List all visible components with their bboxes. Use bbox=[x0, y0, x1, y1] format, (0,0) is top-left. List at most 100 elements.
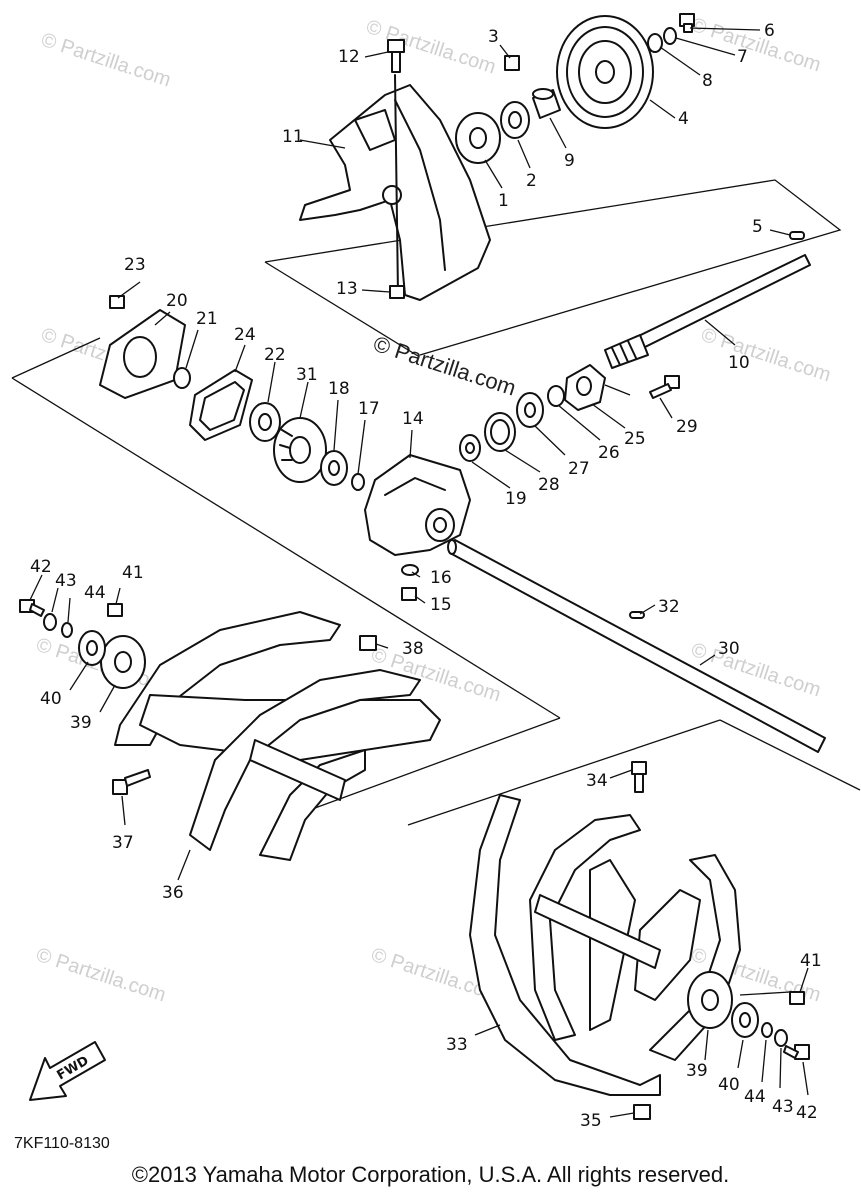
part-label-18: 18 bbox=[328, 379, 350, 399]
worm-shaft-10 bbox=[604, 254, 811, 369]
center-watermark: © Partzilla.com bbox=[370, 331, 519, 401]
part-label-39: 39 bbox=[70, 713, 92, 733]
bearing-2 bbox=[500, 101, 530, 139]
part-label-26: 26 bbox=[598, 443, 620, 463]
right-bolt-41 bbox=[789, 991, 805, 1005]
washers-7-8 bbox=[647, 27, 677, 53]
part-label-30: 30 bbox=[718, 639, 740, 659]
oil-seal-21 bbox=[173, 367, 191, 389]
gasket-28 bbox=[484, 412, 516, 452]
watermark: © Partzilla.com bbox=[698, 324, 833, 387]
oil-seal-26 bbox=[547, 385, 565, 407]
part-label-23: 23 bbox=[124, 255, 146, 275]
part-label-12: 12 bbox=[338, 47, 360, 67]
part-label-43: 43 bbox=[55, 571, 77, 591]
bearing-18 bbox=[320, 450, 348, 486]
part-label-40: 40 bbox=[40, 689, 62, 709]
bolt-13 bbox=[389, 285, 405, 299]
collar-9 bbox=[532, 88, 561, 119]
part-label-32: 32 bbox=[658, 597, 680, 617]
bolt-29 bbox=[649, 375, 680, 399]
part-label-44b: 44 bbox=[744, 1087, 766, 1107]
part-label-17: 17 bbox=[358, 399, 380, 419]
gear-case-14 bbox=[364, 454, 471, 556]
part-label-3: 3 bbox=[488, 27, 499, 47]
part-label-2: 2 bbox=[526, 171, 537, 191]
part-label-25: 25 bbox=[624, 429, 646, 449]
bearing-19 bbox=[459, 434, 481, 462]
copyright-notice: ©2013 Yamaha Motor Corporation, U.S.A. A… bbox=[131, 1162, 730, 1187]
bolt-34 bbox=[631, 761, 647, 793]
watermark: © Partzilla.com bbox=[688, 14, 823, 77]
plug-15 bbox=[401, 587, 417, 601]
left-bolt-41 bbox=[107, 603, 123, 617]
flange-1 bbox=[455, 112, 501, 164]
part-label-16: 16 bbox=[430, 568, 452, 588]
auger-36 bbox=[114, 611, 441, 861]
part-label-39b: 39 bbox=[686, 1061, 708, 1081]
nut-35 bbox=[633, 1104, 651, 1120]
part-label-31: 31 bbox=[296, 365, 318, 385]
part-label-13: 13 bbox=[336, 279, 358, 299]
part-label-4: 4 bbox=[678, 109, 689, 129]
right-bearing-holder-39 bbox=[687, 971, 733, 1029]
oil-seal-17 bbox=[351, 473, 365, 491]
part-label-33: 33 bbox=[446, 1035, 468, 1055]
part-label-37: 37 bbox=[112, 833, 134, 853]
bolt-12 bbox=[387, 39, 405, 73]
right-washer-43 bbox=[774, 1029, 788, 1047]
part-labels: 1 2 3 4 5 6 7 8 9 10 11 12 13 14 15 16 1… bbox=[30, 21, 822, 1131]
part-label-41: 41 bbox=[122, 563, 144, 583]
part-label-5: 5 bbox=[752, 217, 763, 237]
part-label-6: 6 bbox=[764, 21, 775, 41]
part-label-9: 9 bbox=[564, 151, 575, 171]
part-label-20: 20 bbox=[166, 291, 188, 311]
nut-3 bbox=[504, 55, 520, 71]
worm-wheel-31 bbox=[273, 417, 327, 483]
bolt-6 bbox=[679, 13, 695, 33]
part-label-34: 34 bbox=[586, 771, 608, 791]
part-label-14: 14 bbox=[402, 409, 424, 429]
pulley-4 bbox=[556, 15, 654, 129]
part-label-21: 21 bbox=[196, 309, 218, 329]
part-label-15: 15 bbox=[430, 595, 452, 615]
part-label-22: 22 bbox=[264, 345, 286, 365]
part-label-40b: 40 bbox=[718, 1075, 740, 1095]
left-bearing-40 bbox=[78, 630, 106, 666]
part-label-35: 35 bbox=[580, 1111, 602, 1131]
bolt-23 bbox=[109, 295, 125, 309]
part-label-36: 36 bbox=[162, 883, 184, 903]
watermark: © Partzilla.com bbox=[363, 16, 498, 79]
leader-lines bbox=[29, 27, 809, 1118]
part-label-24: 24 bbox=[234, 325, 256, 345]
part-label-10: 10 bbox=[728, 353, 750, 373]
part-label-43b: 43 bbox=[772, 1097, 794, 1117]
part-label-41b: 41 bbox=[800, 951, 822, 971]
housing-25 bbox=[564, 364, 606, 411]
part-label-27: 27 bbox=[568, 459, 590, 479]
diagram-code: 7KF110-8130 bbox=[14, 1135, 110, 1152]
gasket-24 bbox=[189, 369, 253, 441]
group-outlines bbox=[11, 179, 861, 826]
part-label-11: 11 bbox=[282, 127, 304, 147]
pin-5 bbox=[789, 231, 805, 240]
cover-20 bbox=[99, 309, 186, 399]
bearing-27 bbox=[516, 392, 544, 428]
part-label-28: 28 bbox=[538, 475, 560, 495]
right-bolt-42 bbox=[783, 1044, 810, 1060]
bearing-22 bbox=[249, 402, 281, 442]
part-label-1: 1 bbox=[498, 191, 509, 211]
left-washer-44 bbox=[61, 622, 73, 638]
bolt-37 bbox=[112, 769, 151, 795]
nut-38 bbox=[359, 635, 377, 651]
left-washer-43 bbox=[43, 613, 57, 631]
gearcase-cover bbox=[299, 74, 491, 301]
part-label-38: 38 bbox=[402, 639, 424, 659]
part-label-7: 7 bbox=[737, 47, 748, 67]
right-bearing-40 bbox=[731, 1002, 759, 1038]
watermark: © Partzilla.com bbox=[33, 944, 168, 1007]
part-label-19: 19 bbox=[505, 489, 527, 509]
watermark: © Partzilla.com bbox=[38, 29, 173, 92]
part-label-42: 42 bbox=[30, 557, 52, 577]
